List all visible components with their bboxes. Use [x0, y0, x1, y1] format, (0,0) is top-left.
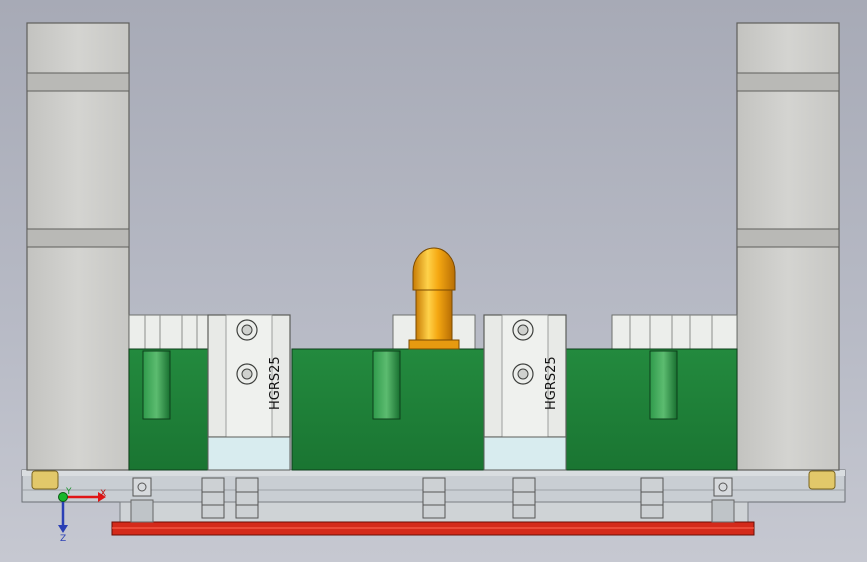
cap-strips [128, 314, 738, 350]
z-axis-label: Z [60, 534, 66, 544]
y-axis-label: Y [65, 487, 72, 497]
gripper-model-label: HGRS25 [268, 356, 283, 410]
fitting [201, 477, 225, 519]
fitting [235, 477, 259, 519]
fitting [130, 477, 154, 523]
gripper-right: HGRS25 [483, 314, 567, 471]
coordinate-triad: X Y Z [58, 487, 106, 544]
right-pillar [736, 22, 840, 490]
gold-locating-pin [408, 247, 460, 350]
fitting [711, 477, 735, 523]
x-axis-label: X [100, 489, 106, 499]
red-plate [111, 521, 755, 536]
green-blocks [128, 348, 738, 471]
gripper-left: HGRS25 [207, 314, 291, 471]
fitting [422, 477, 446, 519]
gripper-model-label: HGRS25 [544, 356, 559, 410]
left-pillar [26, 22, 130, 490]
y-axis-dot [58, 492, 68, 502]
fitting [512, 477, 536, 519]
base-fittings [130, 477, 735, 523]
fitting [640, 477, 664, 519]
